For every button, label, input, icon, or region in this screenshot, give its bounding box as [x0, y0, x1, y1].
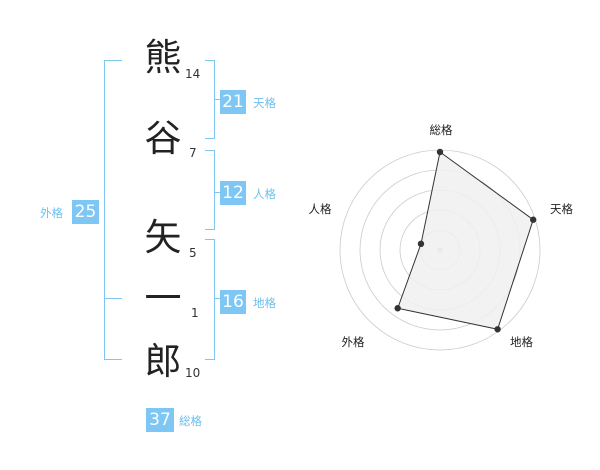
stroke-count-2: 7 — [189, 146, 197, 160]
gaikaku-label: 外格 — [40, 206, 63, 220]
radar-point-5 — [417, 240, 425, 248]
radar-label-jinkaku: 人格 — [309, 202, 332, 216]
radar-point-1 — [436, 148, 444, 156]
tenkaku-bracket — [205, 60, 215, 139]
radar-area — [397, 151, 534, 330]
chikaku-label: 地格 — [253, 296, 276, 310]
name-char-3: 矢 — [144, 216, 182, 259]
chikaku-bracket — [205, 239, 215, 360]
jinkaku-bracket — [205, 150, 215, 230]
jinkaku-value: 12 — [220, 181, 246, 205]
radar-point-4 — [394, 305, 401, 312]
stroke-count-1: 14 — [185, 67, 201, 81]
tenkaku-value: 21 — [220, 90, 246, 114]
stroke-count-4: 1 — [191, 306, 199, 320]
soukaku-label: 総格 — [179, 414, 202, 428]
name-char-2: 谷 — [144, 117, 182, 160]
chikaku-connector — [215, 298, 220, 299]
jinkaku-connector — [215, 192, 220, 193]
name-char-5: 郎 — [144, 340, 182, 383]
tenkaku-label: 天格 — [253, 96, 276, 110]
radar-point-2 — [530, 216, 537, 223]
radar-label-gaikaku: 外格 — [342, 335, 365, 349]
soukaku-value: 37 — [146, 408, 174, 432]
gaikaku-value: 25 — [72, 200, 99, 224]
tenkaku-connector — [215, 99, 220, 100]
gaikaku-bracket — [104, 60, 122, 360]
gaikaku-divider — [104, 298, 122, 299]
radar-label-tenkaku: 天格 — [550, 202, 573, 216]
radar-points — [394, 148, 537, 333]
name-char-1: 熊 — [144, 36, 182, 79]
chikaku-value: 16 — [220, 290, 246, 314]
stroke-count-5: 10 — [185, 366, 201, 380]
radar-point-3 — [494, 326, 501, 333]
jinkaku-label: 人格 — [253, 187, 276, 201]
radar-label-soukaku: 総格 — [430, 123, 453, 137]
radar-label-chikaku: 地格 — [510, 335, 533, 349]
name-char-4: 一 — [144, 277, 182, 320]
stroke-count-3: 5 — [189, 246, 197, 260]
